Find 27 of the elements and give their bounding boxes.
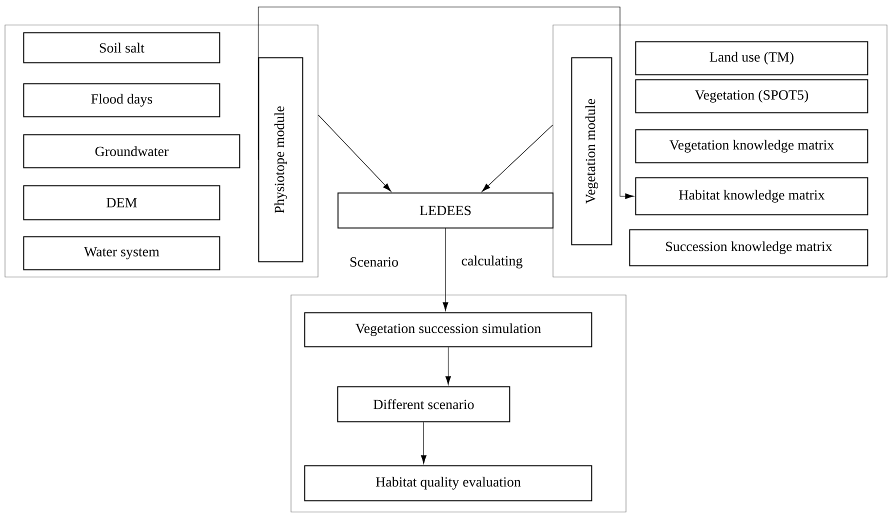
arrow (442, 228, 448, 311)
process-box: Flood days (23, 83, 220, 118)
arrow (445, 346, 452, 385)
arrow (420, 422, 427, 464)
process-box: Habitat knowledge matrix (635, 177, 868, 216)
label-text: calculating (462, 256, 522, 268)
panel-frame (552, 24, 888, 278)
module-box: Vegetation module (571, 57, 612, 246)
label-text: Scenario (350, 257, 398, 267)
process-box: Vegetation succession simulation (304, 312, 592, 348)
arrow (482, 124, 553, 192)
process-box: Soil salt (23, 32, 220, 64)
process-box: DEM (23, 185, 220, 220)
process-box: Different scenario (337, 386, 510, 422)
process-box: Habitat quality evaluation (304, 465, 592, 502)
process-box: Vegetation knowledge matrix (635, 129, 868, 164)
process-box: Land use (TM) (635, 41, 868, 76)
arrow (318, 114, 392, 192)
process-box: Succession knowledge matrix (629, 229, 868, 266)
process-box: Water system (23, 236, 220, 270)
process-box: Groundwater (23, 134, 240, 168)
module-box: Physiotope module (258, 57, 304, 262)
process-box: Vegetation (SPOT5) (635, 79, 868, 114)
panel-frame (290, 294, 626, 512)
panel-frame (4, 24, 318, 278)
arrow (258, 6, 634, 200)
process-box: LEDEES (338, 192, 554, 228)
